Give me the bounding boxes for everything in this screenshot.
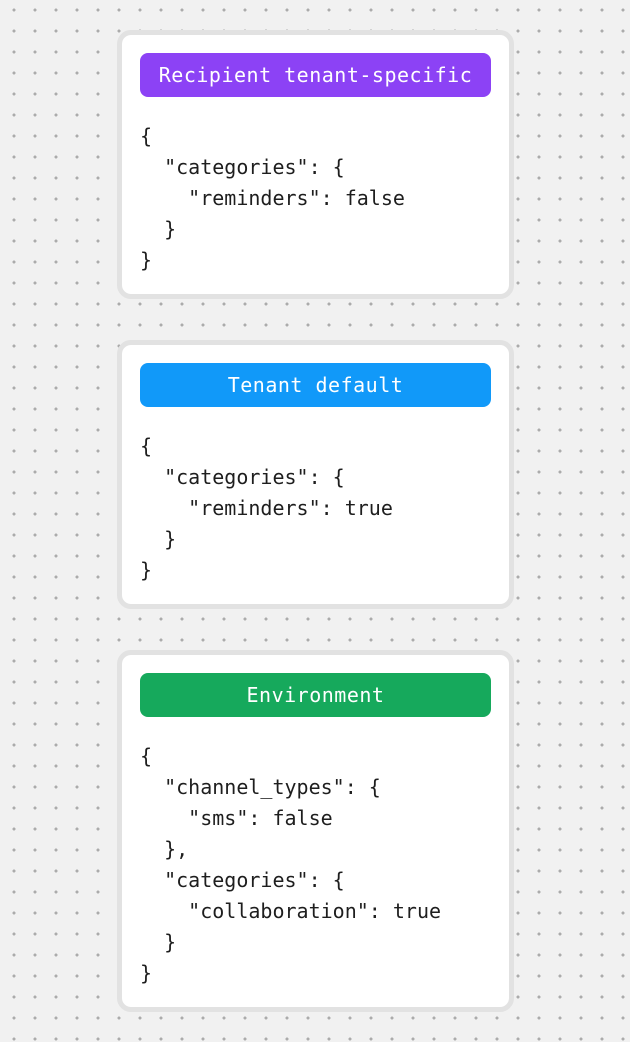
environment-badge-label: Environment [246, 683, 385, 707]
tenant-default-json-code: { "categories": { "reminders": true } } [140, 434, 393, 582]
preference-cards-column: Recipient tenant-specific { "categories"… [117, 30, 514, 1012]
recipient-tenant-specific-json-code: { "categories": { "reminders": false } } [140, 124, 405, 272]
recipient-tenant-specific-badge-label: Recipient tenant-specific [158, 63, 473, 87]
tenant-default-badge-label: Tenant default [227, 373, 404, 397]
card-recipient-tenant-specific: Recipient tenant-specific { "categories"… [117, 30, 514, 299]
card-tenant-default: Tenant default { "categories": { "remind… [117, 340, 514, 609]
environment-badge: Environment [140, 673, 491, 717]
environment-json-code: { "channel_types": { "sms": false }, "ca… [140, 744, 442, 985]
tenant-default-badge: Tenant default [140, 363, 491, 407]
card-environment: Environment { "channel_types": { "sms": … [117, 650, 514, 1012]
recipient-tenant-specific-badge: Recipient tenant-specific [140, 53, 491, 97]
